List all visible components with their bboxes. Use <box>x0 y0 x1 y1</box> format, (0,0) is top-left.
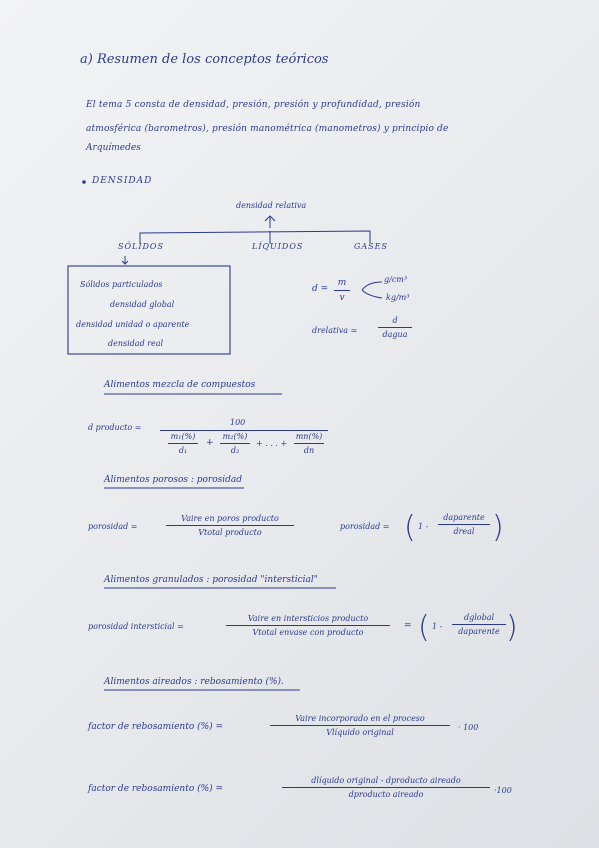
page-heading: a) Resumen de los conceptos teóricos <box>80 52 329 67</box>
rebosamiento-2-lhs: factor de rebosamiento (%) = <box>88 784 224 794</box>
intro-line-1: El tema 5 consta de densidad, presión, p… <box>86 100 421 110</box>
plus-dots: + . . . + <box>256 439 288 448</box>
term1-num: m₁(%) <box>168 432 198 444</box>
mezcla-term-1: m₁(%) d₁ <box>168 432 198 455</box>
box-line-2: densidad global <box>110 300 175 309</box>
mezcla-term-2: m₂(%) d₂ <box>220 432 250 455</box>
box-line-1: Sólidos particulados <box>80 280 163 289</box>
intersticial-alt-num: dglobal <box>452 613 506 625</box>
unit-gcm3: g/cm³ <box>384 275 408 284</box>
rebosamiento-2-den: dproducto aireado <box>348 790 424 799</box>
porosidad-alt-num: daparente <box>438 513 490 525</box>
term2-num: m₂(%) <box>220 432 250 444</box>
rebosamiento-2-suffix: ·100 <box>494 786 512 795</box>
rebosamiento-1-lhs: factor de rebosamiento (%) = <box>88 722 224 732</box>
relative-num: d <box>378 316 412 328</box>
state-gases: GASES <box>354 242 388 251</box>
relative-fraction: d dagua <box>378 316 412 339</box>
section-title-mezcla: Alimentos mezcla de compuestos <box>104 380 256 390</box>
mezcla-fraction-bar <box>160 430 328 431</box>
intersticial-fraction: Vaire en intersticios producto Vtotal en… <box>226 614 390 637</box>
intersticial-alt-fraction: dglobal daparente <box>452 613 506 636</box>
intersticial-eq: = <box>404 621 412 631</box>
density-num: m <box>334 278 350 291</box>
relative-den: dagua <box>382 330 408 339</box>
paren-open-1: ( <box>404 510 416 545</box>
porosidad-den: Vtotal producto <box>198 528 262 537</box>
rebosamiento-2-fraction: dlíquido original - dproducto aireado dp… <box>282 776 490 799</box>
rebosamiento-1-fraction: Vaire incorporado en el proceso Vlíquido… <box>270 714 450 737</box>
rebosamiento-1-suffix: · 100 <box>458 723 479 732</box>
rebosamiento-2-num: dlíquido original - dproducto aireado <box>282 776 490 788</box>
intersticial-lhs: porosidad intersticial = <box>88 622 184 631</box>
mezcla-term-n: mn(%) dn <box>294 432 324 455</box>
state-liquidos: LÍQUIDOS <box>252 242 304 251</box>
density-den: v <box>339 293 345 303</box>
porosidad-alt-fraction: daparente dreal <box>438 513 490 536</box>
term1-den: d₁ <box>178 446 188 455</box>
rebosamiento-1-den: Vlíquido original <box>326 728 394 737</box>
porosidad-alt-prefix: 1 - <box>418 522 429 531</box>
paren-close-2: ) <box>506 610 518 645</box>
box-line-4: densidad real <box>108 339 164 348</box>
termn-den: dn <box>303 446 315 455</box>
state-solidos: SÓLIDOS <box>118 242 164 251</box>
porosidad-fraction: Vaire en poros producto Vtotal producto <box>166 514 294 537</box>
density-fraction: m v <box>334 278 350 303</box>
term2-den: d₂ <box>230 446 240 455</box>
plus-1: + <box>206 438 214 448</box>
porosidad-lhs: porosidad = <box>88 522 138 531</box>
section-title-porosos: Alimentos porosos : porosidad <box>104 475 243 485</box>
porosidad-num: Vaire en poros producto <box>166 514 294 526</box>
box-line-3: densidad unidad o aparente <box>76 320 190 329</box>
paren-open-2: ( <box>418 610 430 645</box>
intersticial-alt-den: daparente <box>458 627 500 636</box>
section-title-granulados: Alimentos granulados : porosidad "inters… <box>104 575 318 585</box>
intro-line-2: atmosférica (barometros), presión manomé… <box>86 124 449 134</box>
section-title-aireados: Alimentos aireados : rebosamiento (%). <box>104 677 284 687</box>
rebosamiento-1-num: Vaire incorporado en el proceso <box>270 714 450 726</box>
relative-density-label: densidad relativa <box>236 201 307 210</box>
termn-num: mn(%) <box>294 432 324 444</box>
intro-line-3: Arquímedes <box>86 143 141 153</box>
paren-close-1: ) <box>492 510 504 545</box>
intersticial-num: Vaire en intersticios producto <box>226 614 390 626</box>
density-formula-lhs: d = <box>312 284 329 294</box>
porosidad-alt-lhs: porosidad = <box>340 522 390 531</box>
mezcla-num: 100 <box>230 418 246 427</box>
unit-kgm3: kg/m³ <box>386 293 410 302</box>
densidad-heading: DENSIDAD <box>92 176 153 186</box>
porosidad-alt-den: dreal <box>453 527 475 536</box>
mezcla-lhs: d producto = <box>88 423 142 432</box>
relative-formula-lhs: drelativa = <box>312 326 358 335</box>
intersticial-alt-prefix: 1 - <box>432 622 443 631</box>
intersticial-den: Vtotal envase con producto <box>252 628 364 637</box>
